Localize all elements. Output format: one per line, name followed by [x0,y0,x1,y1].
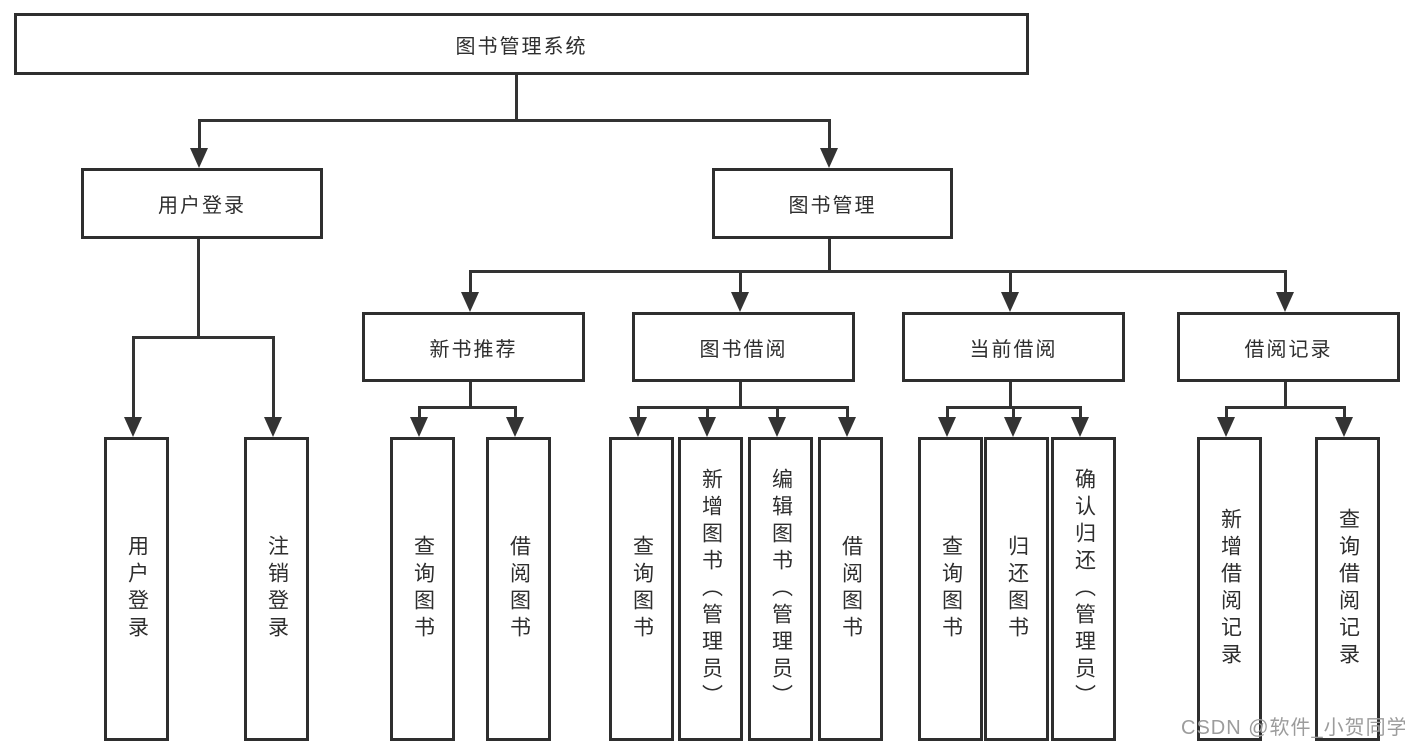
arrow-down-icon [938,417,956,437]
connector-line [637,406,849,409]
leaf-br-add-record: 新增借阅记录 [1197,437,1262,741]
leaf-nbr-query-books-label: 查询图书 [411,535,435,643]
node-book-borrowing: 图书借阅 [632,312,855,382]
connector-line [637,406,640,420]
node-new-book-recommendation-label: 新书推荐 [429,338,518,361]
leaf-logout: 注销登录 [244,437,309,741]
connector-line [1284,270,1287,294]
connector-line [132,336,135,421]
leaf-logout-label: 注销登录 [265,535,289,643]
node-current-borrowing-label: 当前借阅 [969,338,1058,361]
arrow-down-icon [124,417,142,437]
connector-line [132,336,275,339]
leaf-cb-confirm-return-admin-label: 确认归还（管理员） [1072,467,1096,711]
node-user-login-label: 用户登录 [158,195,246,217]
connector-line [198,119,831,122]
connector-line [1009,376,1012,409]
leaf-bb-borrow-books-label: 借阅图书 [839,535,863,643]
connector-line [1343,406,1346,420]
leaf-bb-add-books-admin: 新增图书（管理员） [678,437,743,741]
connector-line [1012,406,1015,420]
connector-line [418,406,421,420]
leaf-user-login-label: 用户登录 [125,535,149,643]
connector-line [418,406,517,409]
node-borrowing-records: 借阅记录 [1177,312,1400,382]
arrow-down-icon [264,417,282,437]
node-book-management: 图书管理 [712,168,953,239]
connector-line [469,270,1287,273]
node-current-borrowing: 当前借阅 [902,312,1125,382]
connector-line [514,406,517,420]
leaf-bb-add-books-admin-label: 新增图书（管理员） [699,467,723,711]
connector-line [1284,376,1287,409]
leaf-cb-query-books-label: 查询图书 [939,535,963,643]
leaf-cb-query-books: 查询图书 [918,437,983,741]
node-new-book-recommendation: 新书推荐 [362,312,585,382]
arrow-down-icon [1276,292,1294,312]
connector-line [739,376,742,409]
arrow-down-icon [1004,417,1022,437]
node-borrowing-records-label: 借阅记录 [1244,338,1333,361]
leaf-bb-edit-books-admin-label: 编辑图书（管理员） [769,467,793,711]
leaf-br-add-record-label: 新增借阅记录 [1218,508,1242,670]
csdn-watermark: CSDN @软件_小贺同学 [1181,717,1405,739]
connector-line [1009,270,1012,294]
leaf-nbr-query-books: 查询图书 [390,437,455,741]
arrow-down-icon [1071,417,1089,437]
leaf-nbr-borrow-books-label: 借阅图书 [507,535,531,643]
leaf-bb-borrow-books: 借阅图书 [818,437,883,741]
connector-line [1079,406,1082,420]
node-library-management-system-label: 图书管理系统 [455,35,588,58]
connector-line [197,233,200,339]
node-user-login: 用户登录 [81,168,323,239]
arrow-down-icon [506,417,524,437]
arrow-down-icon [629,417,647,437]
leaf-user-login: 用户登录 [104,437,169,741]
leaf-bb-query-books: 查询图书 [609,437,674,741]
arrow-down-icon [820,148,838,168]
leaf-bb-query-books-label: 查询图书 [630,535,654,643]
leaf-cb-confirm-return-admin: 确认归还（管理员） [1051,437,1116,741]
connector-line [1225,406,1346,409]
leaf-cb-return-books: 归还图书 [984,437,1049,741]
arrow-down-icon [838,417,856,437]
connector-line [776,406,779,420]
connector-line [706,406,709,420]
connector-line [515,69,518,122]
leaf-cb-return-books-label: 归还图书 [1005,535,1029,643]
arrow-down-icon [190,148,208,168]
arrow-down-icon [1335,417,1353,437]
node-library-management-system: 图书管理系统 [14,13,1029,75]
arrow-down-icon [410,417,428,437]
connector-line [469,376,472,409]
arrow-down-icon [461,292,479,312]
connector-line [946,406,949,420]
node-book-management-label: 图书管理 [788,195,877,217]
leaf-bb-edit-books-admin: 编辑图书（管理员） [748,437,813,741]
leaf-br-query-record: 查询借阅记录 [1315,437,1380,741]
arrow-down-icon [1001,292,1019,312]
connector-line [198,119,201,150]
connector-line [469,270,472,294]
connector-line [828,119,831,150]
leaf-nbr-borrow-books: 借阅图书 [486,437,551,741]
connector-line [828,233,831,273]
connector-line [272,336,275,421]
connector-line [1225,406,1228,420]
leaf-br-query-record-label: 查询借阅记录 [1336,508,1360,670]
connector-line [846,406,849,420]
arrow-down-icon [731,292,749,312]
node-book-borrowing-label: 图书借阅 [699,338,788,361]
arrow-down-icon [1217,417,1235,437]
arrow-down-icon [768,417,786,437]
connector-line [739,270,742,294]
arrow-down-icon [698,417,716,437]
